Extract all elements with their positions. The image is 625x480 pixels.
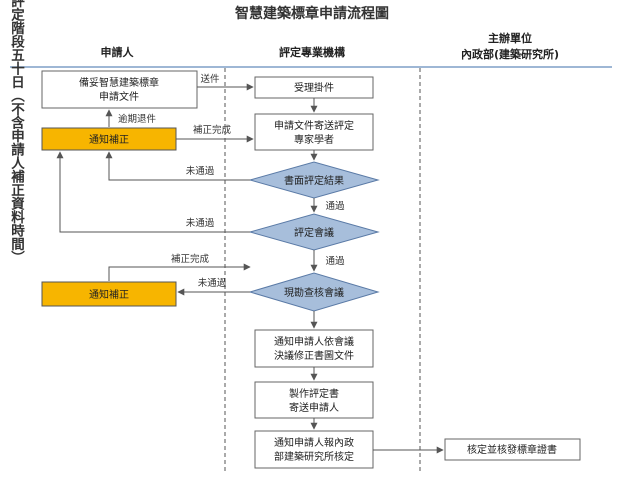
node-make-cert	[254, 381, 374, 419]
edge-not-passed-1	[105, 151, 250, 181]
node-approve-label: 核定並核發標章證書	[467, 443, 557, 456]
node-prepare-docs-line2: 申請文件	[99, 90, 139, 103]
node-notify-revise	[254, 329, 374, 368]
node-site-meeting	[248, 272, 380, 312]
node-notify-fix-2	[41, 281, 177, 307]
label-not-passed-3: 未通過	[198, 277, 227, 289]
label-fix-done-1: 補正完成	[193, 124, 232, 136]
side-note-text: 評定階段五十日（不含申請人補正資料時間）	[8, 0, 26, 264]
node-prepare-docs	[41, 70, 198, 109]
node-review-meeting	[248, 213, 380, 251]
node-send-experts-line1: 申請文件寄送評定	[274, 119, 354, 132]
label-send: 送件	[200, 73, 220, 85]
label-fix-done-2: 補正完成	[171, 253, 210, 265]
node-make-cert-line1: 製作評定書	[289, 387, 339, 400]
node-doc-review	[248, 161, 380, 199]
label-not-passed-2: 未通過	[186, 217, 215, 229]
node-send-experts-line2: 專家學者	[294, 133, 334, 146]
edge-fix-done-2	[108, 263, 251, 281]
node-notify-revise-line2: 決議修正書圖文件	[274, 349, 354, 362]
node-make-cert-line2: 寄送申請人	[289, 401, 339, 414]
lane-header-applicant: 申請人	[101, 45, 135, 59]
node-notify-report-line2: 部建築研究所核定	[274, 450, 354, 463]
label-passed-1: 通過	[325, 200, 345, 212]
node-prepare-docs-line1: 備妥智慧建築標章	[79, 76, 159, 89]
node-notify-fix-1-label: 通知補正	[89, 133, 129, 146]
side-note: 評定階段五十日（不含申請人補正資料時間）	[8, 0, 26, 264]
node-review-meeting-label: 評定會議	[294, 226, 334, 239]
diagram-title: 智慧建築標章申請流程圖	[234, 5, 389, 22]
label-passed-2: 通過	[325, 255, 345, 267]
label-not-passed-1: 未通過	[186, 165, 215, 177]
node-notify-report-line1: 通知申請人報內政	[274, 436, 354, 449]
lane-header-review-org: 評定專業機構	[279, 45, 345, 59]
edge-not-passed-2	[56, 151, 250, 233]
node-notify-revise-line1: 通知申請人依會議	[274, 335, 354, 348]
node-doc-review-label: 書面評定結果	[284, 174, 344, 187]
node-site-meeting-label: 現勘查核會議	[284, 286, 344, 299]
node-send-experts	[254, 113, 374, 151]
node-notify-fix-2-label: 通知補正	[89, 288, 129, 301]
node-accept-label: 受理掛件	[294, 81, 334, 94]
lane-header-authority-line1: 主辦單位	[488, 31, 532, 45]
lane-header-authority-line2: 內政部(建築研究所)	[461, 47, 559, 61]
node-approve	[444, 438, 581, 461]
label-overdue-return: 逾期退件	[118, 113, 157, 125]
